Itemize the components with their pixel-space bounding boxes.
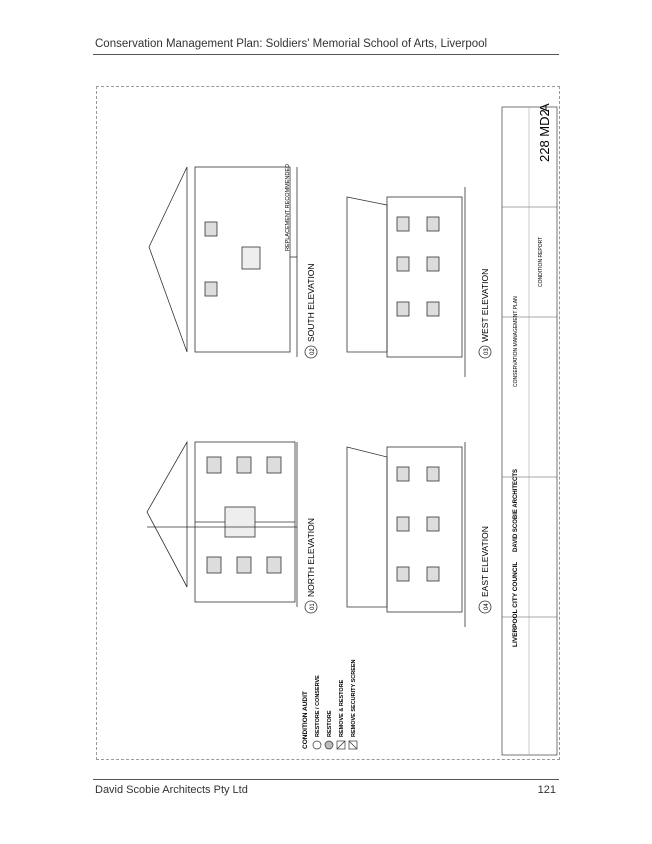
drawing-sheet: 01 NORTH ELEVATION 02 SOUTH ELEVATION 04… [96, 86, 560, 760]
title-block: LIVERPOOL CITY COUNCIL DAVID SCOBIE ARCH… [501, 103, 558, 756]
svg-text:A: A [537, 103, 552, 112]
svg-text:CONDITION AUDIT: CONDITION AUDIT [302, 691, 309, 749]
east-elevation-figure [346, 442, 466, 627]
replacement-annotation: REPLACEMENT RECOMMENDED [285, 164, 291, 251]
elevation-drawing: 01 NORTH ELEVATION 02 SOUTH ELEVATION 04… [146, 103, 558, 756]
svg-text:RESTORE: RESTORE [327, 710, 333, 737]
svg-text:SOUTH ELEVATION: SOUTH ELEVATION [306, 263, 316, 342]
title-block-drawing-title: CONDITION REPORT [538, 237, 544, 287]
elevation-label-south: 02 SOUTH ELEVATION [304, 263, 318, 359]
title-block-architect: DAVID SCOBIE ARCHITECTS [513, 469, 519, 552]
footer-rule [93, 779, 559, 780]
svg-text:EAST ELEVATION: EAST ELEVATION [480, 526, 490, 597]
title-block-project: CONSERVATION MANAGEMENT PLAN [513, 296, 519, 387]
title-block-drawing-number: 228 MD2 [537, 109, 552, 162]
svg-text:04: 04 [484, 603, 490, 610]
title-block-client: LIVERPOOL CITY COUNCIL [512, 562, 519, 647]
footer-company: David Scobie Architects Pty Ltd [95, 784, 248, 796]
svg-text:REPLACEMENT RECOMMENDED: REPLACEMENT RECOMMENDED [285, 164, 291, 251]
north-elevation-figure [146, 440, 298, 607]
svg-text:DAVID SCOBIE ARCHITECTS: DAVID SCOBIE ARCHITECTS [513, 469, 519, 552]
svg-text:CONDITION REPORT: CONDITION REPORT [538, 237, 544, 287]
title-block-revision: A [537, 103, 552, 112]
svg-text:03: 03 [484, 348, 490, 355]
south-elevation-figure [148, 166, 298, 357]
elevation-label-north: 01 NORTH ELEVATION [304, 518, 318, 614]
header-rule [93, 54, 559, 55]
svg-text:REMOVE & RESTORE: REMOVE & RESTORE [339, 679, 345, 737]
svg-text:01: 01 [310, 603, 316, 610]
page-header: Conservation Management Plan: Soldiers' … [95, 38, 488, 50]
elevation-label-east: 04 EAST ELEVATION [478, 526, 492, 614]
svg-text:228 MD2: 228 MD2 [537, 109, 552, 162]
west-elevation-figure [346, 187, 466, 377]
svg-text:WEST ELEVATION: WEST ELEVATION [480, 269, 490, 342]
page-number: 121 [537, 784, 556, 796]
svg-text:NORTH ELEVATION: NORTH ELEVATION [306, 518, 316, 597]
condition-audit-legend: CONDITION AUDIT RESTORE / CONSERVE RESTO… [302, 659, 358, 750]
svg-text:LIVERPOOL CITY COUNCIL: LIVERPOOL CITY COUNCIL [512, 562, 519, 647]
elevation-label-west: 03 WEST ELEVATION [478, 269, 492, 359]
svg-text:02: 02 [310, 348, 316, 355]
svg-text:REMOVE SECURITY SCREEN: REMOVE SECURITY SCREEN [351, 659, 357, 737]
svg-text:CONSERVATION MANAGEMENT PLAN: CONSERVATION MANAGEMENT PLAN [513, 296, 519, 387]
svg-text:RESTORE / CONSERVE: RESTORE / CONSERVE [315, 675, 321, 737]
